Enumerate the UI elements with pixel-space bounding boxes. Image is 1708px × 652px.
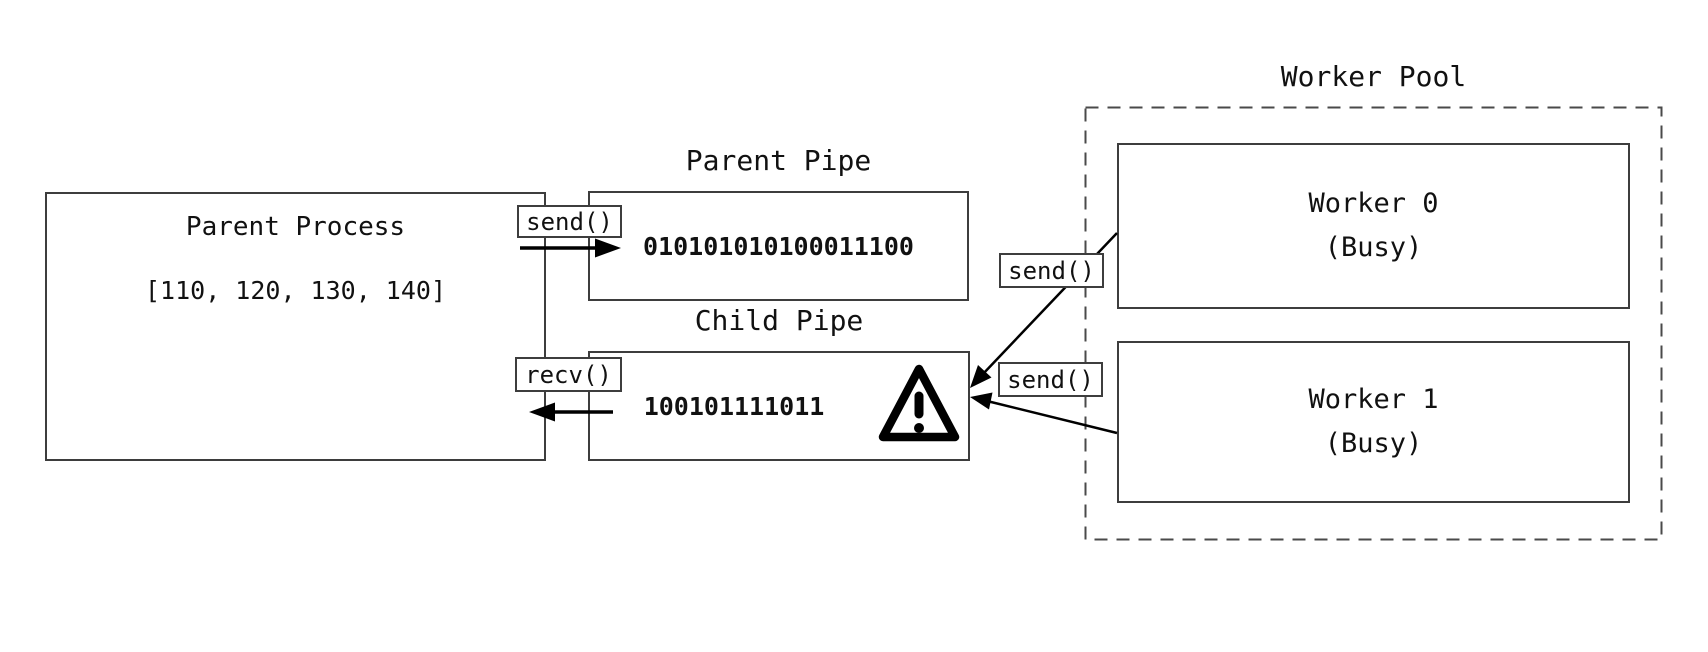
send-worker0-label: send() (999, 253, 1104, 288)
worker-0-name: Worker 0 (1308, 188, 1439, 219)
parent-pipe-box: 010101010100011100 (588, 191, 969, 301)
parent-process-title: Parent Process (185, 212, 406, 242)
worker-1-status: (Busy) (1324, 428, 1423, 459)
send-worker1-label: send() (998, 362, 1103, 397)
worker-1-box: Worker 1 (Busy) (1117, 341, 1630, 503)
worker-1-content: Worker 1 (Busy) (1119, 343, 1628, 501)
worker-1-name: Worker 1 (1308, 384, 1439, 415)
worker-0-status: (Busy) (1324, 232, 1423, 263)
parent-pipe-title: Parent Pipe (685, 144, 872, 177)
child-pipe-title: Child Pipe (694, 304, 864, 337)
send-parent-label: send() (517, 205, 622, 238)
child-pipe-data: 100101111011 (643, 391, 825, 421)
parent-process-data: [110, 120, 130, 140] (144, 276, 447, 305)
parent-pipe-data: 010101010100011100 (643, 231, 914, 261)
recv-parent-label: recv() (515, 357, 622, 392)
child-pipe-box: 100101111011 (588, 351, 970, 461)
worker-0-content: Worker 0 (Busy) (1119, 145, 1628, 307)
parent-process-box: Parent Process [110, 120, 130, 140] (45, 192, 546, 461)
worker-pool-title: Worker Pool (1280, 60, 1467, 93)
worker1-send-line (970, 392, 1118, 435)
worker-0-box: Worker 0 (Busy) (1117, 143, 1630, 309)
